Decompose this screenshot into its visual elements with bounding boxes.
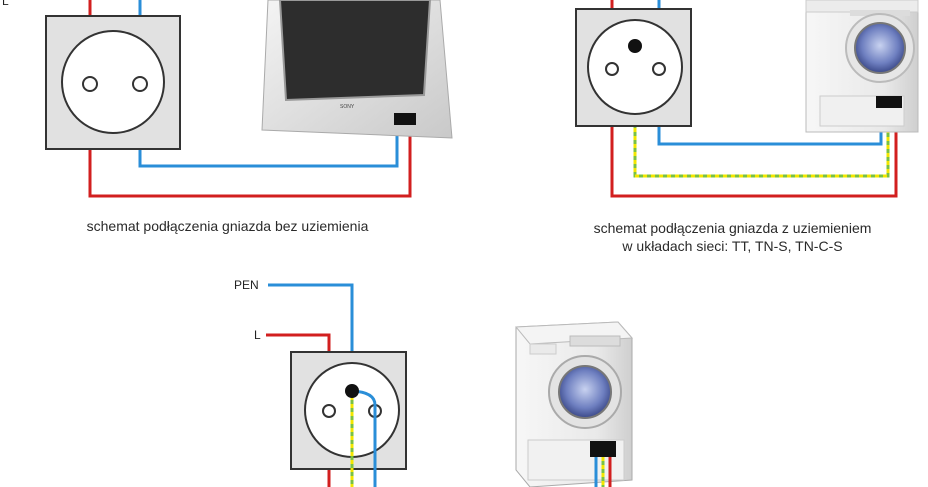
junction-box <box>394 113 416 125</box>
caption-with-earth-line2: w układach sieci: TT, TN-S, TN-C-S <box>622 238 843 254</box>
caption-with-earth: schemat podłączenia gniazda z uziemienie… <box>560 219 905 255</box>
earth-pin <box>345 384 359 398</box>
washing-machine-icon <box>805 0 919 133</box>
wire-label-pen: PEN <box>234 278 259 292</box>
wall-socket-icon <box>45 15 181 150</box>
panel-with-earth <box>575 0 919 198</box>
earth-pin <box>628 39 642 53</box>
crt-tv-icon: SONY <box>261 0 453 139</box>
wire-label-l: L <box>254 328 261 342</box>
caption-no-earth: schemat podłączenia gniazda bez uziemien… <box>86 218 369 234</box>
panel-pen <box>266 283 634 487</box>
panel-no-earth: SONY <box>45 0 453 198</box>
junction-box <box>876 96 902 108</box>
junction-box <box>590 441 616 457</box>
wall-socket-icon <box>575 8 692 127</box>
caption-with-earth-line1: schemat podłączenia gniazda z uziemienie… <box>593 220 872 236</box>
washing-machine-icon <box>514 321 634 487</box>
tv-brand-label: SONY <box>340 104 355 110</box>
wall-socket-icon <box>290 351 407 470</box>
wire-label-l-top: L <box>2 0 9 8</box>
